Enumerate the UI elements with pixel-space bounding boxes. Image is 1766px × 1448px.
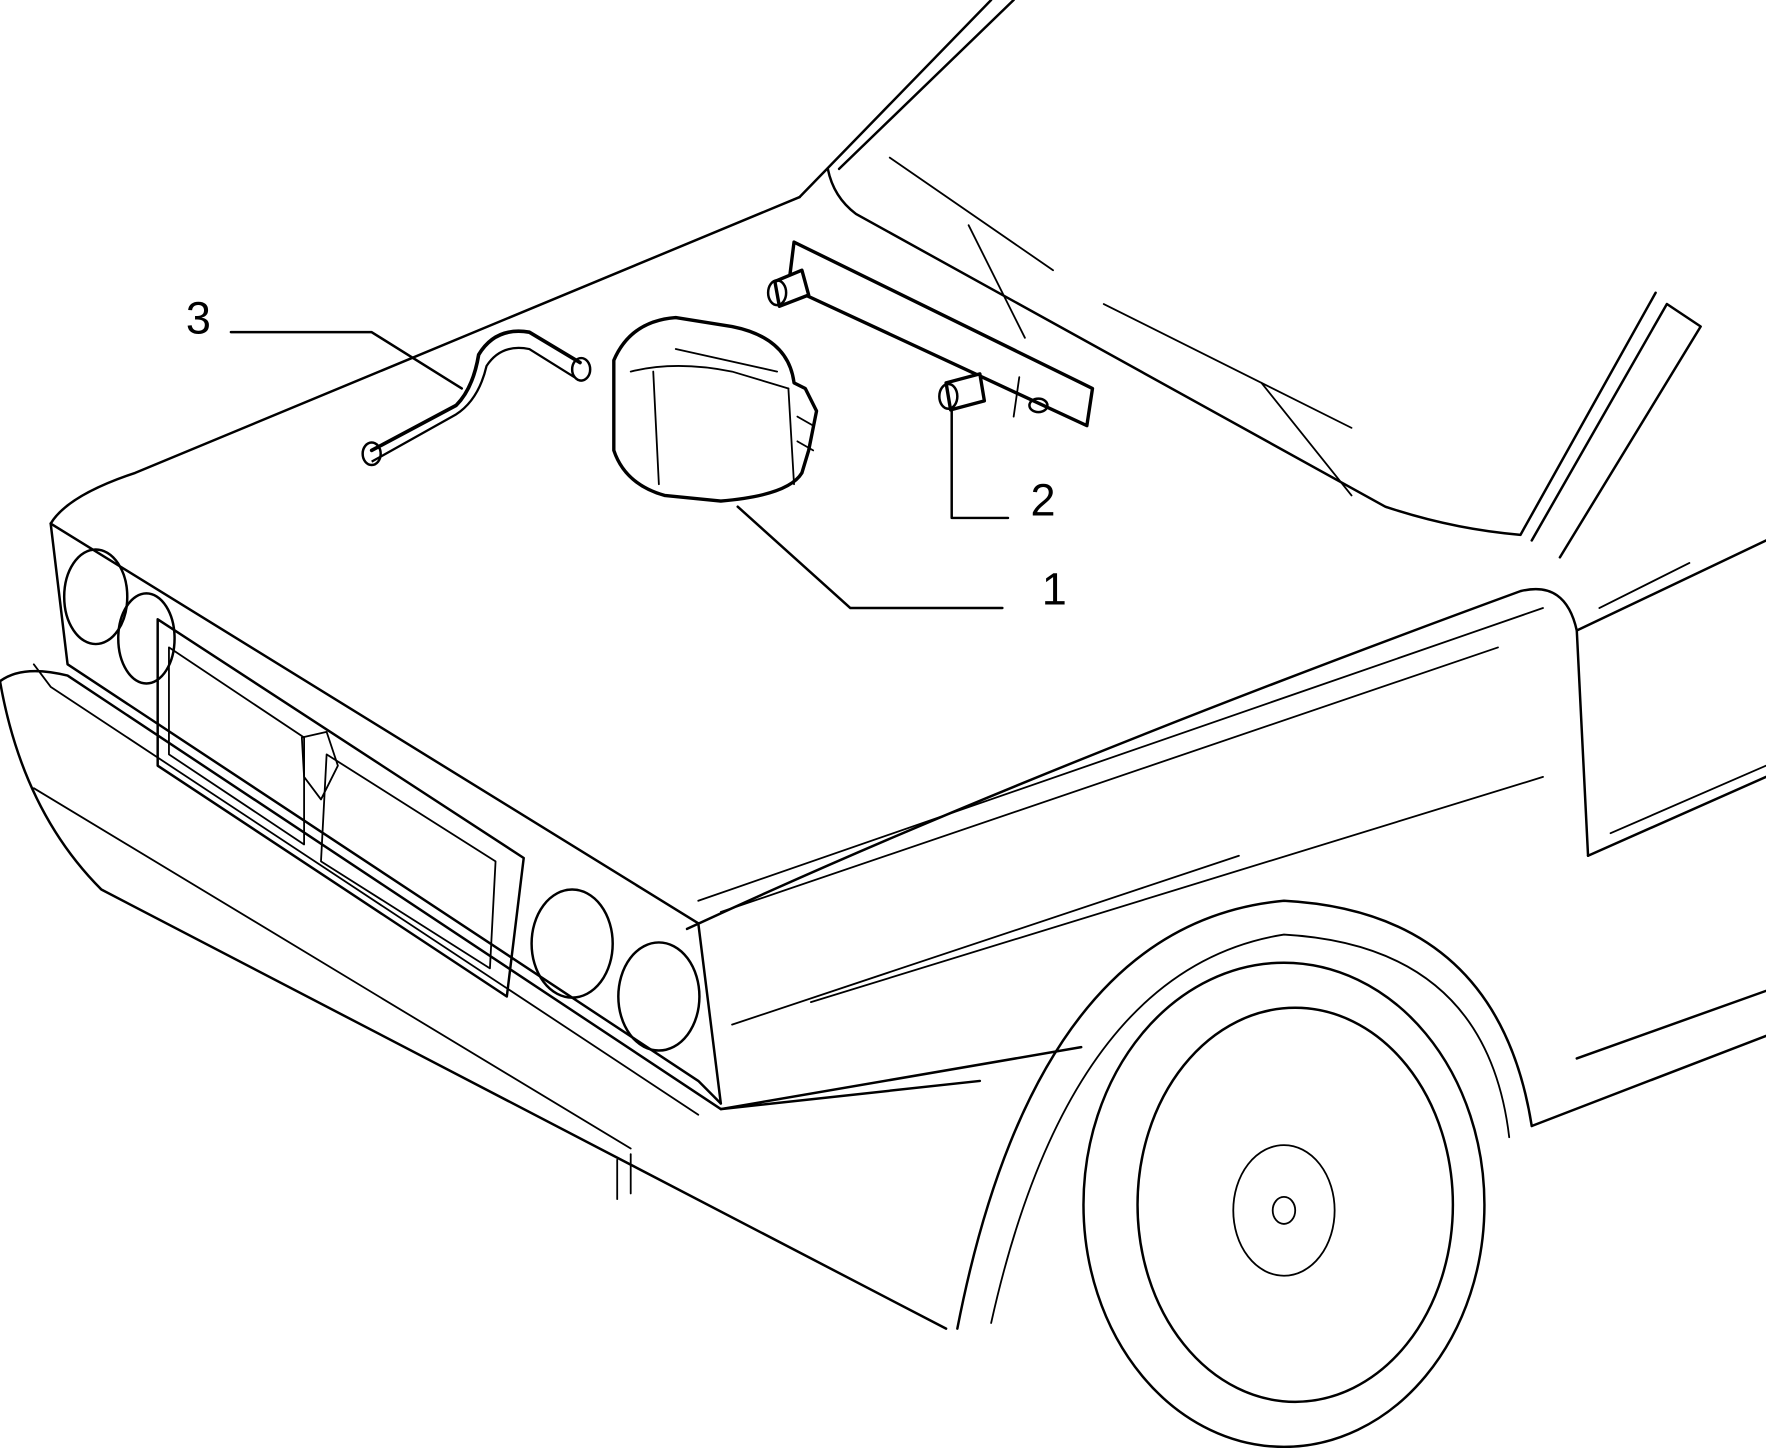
bolt (766, 268, 811, 308)
hose-part-3 (361, 329, 592, 467)
car-body-outline (0, 0, 1766, 1330)
wheel (1082, 961, 1486, 1448)
callout-label-2: 2 (1031, 475, 1056, 526)
callout-leaders (229, 330, 1010, 610)
bolt (938, 372, 987, 412)
bracket-part-2 (766, 240, 1095, 428)
callout-label-3: 3 (186, 292, 211, 343)
headlights (62, 548, 701, 1052)
callout-label-1: 1 (1042, 564, 1067, 615)
grille (156, 618, 525, 998)
component-box-part-1 (612, 315, 819, 503)
